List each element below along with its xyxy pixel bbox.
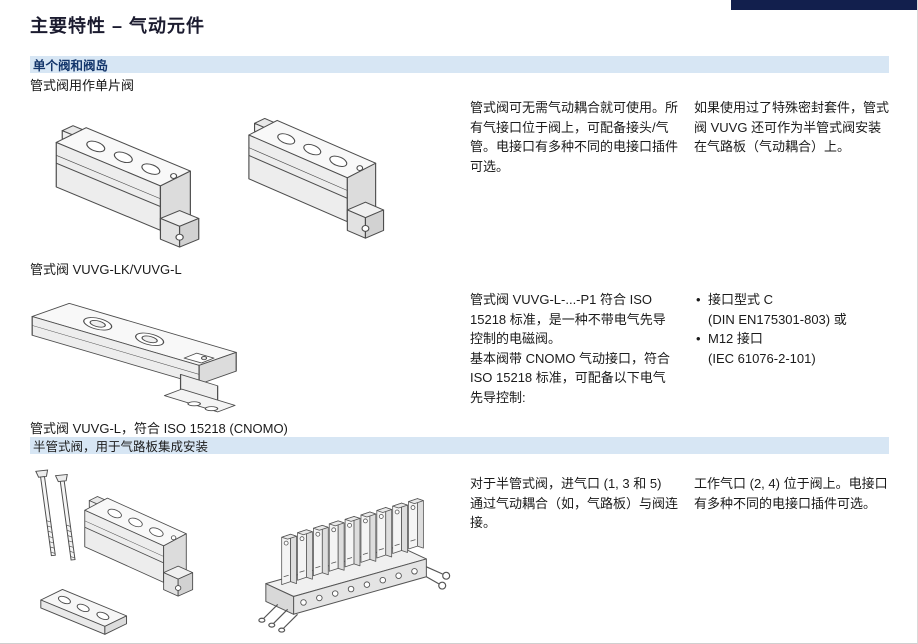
paragraph-working-ports: 工作气口 (2, 4) 位于阀上。电接口有多种不同的电接口插件可选。 xyxy=(694,476,888,511)
bullet-item: 接口型式 C (DIN EN175301-803) 或 xyxy=(694,290,894,329)
valve-illustration-vuvg-lk xyxy=(28,104,210,252)
bullet-line: (IEC 61076-2-101) xyxy=(708,350,816,366)
figure-caption-cnomo: 管式阀 VUVG-L，符合 ISO 15218 (CNOMO) xyxy=(30,421,288,436)
bullet-list-pilot-options: 接口型式 C (DIN EN175301-803) 或 M12 接口 (IEC … xyxy=(694,290,894,368)
paragraph-iso15218: 管式阀 VUVG-L-...-P1 符合 ISO 15218 标准，是一种不带电… xyxy=(470,290,678,407)
valve-illustration-vuvg-l xyxy=(224,99,396,245)
paragraph-seal-kit: 如果使用过了特殊密封套件，管式阀 VUVG 还可作为半管式阀安装在气路板（气动耦… xyxy=(694,100,890,154)
valve-illustration-cnomo xyxy=(26,283,240,419)
bullet-line: (DIN EN175301-803) 或 xyxy=(708,311,847,327)
header-accent-bar xyxy=(731,0,917,10)
paragraph-line-group-1: 管式阀 VUVG-L-...-P1 符合 ISO 15218 标准，是一种不带电… xyxy=(470,292,666,346)
bullet-line: 接口型式 C xyxy=(708,292,774,307)
section-header-single-valves: 单个阀和阀岛 xyxy=(30,56,889,73)
section-header-label: 单个阀和阀岛 xyxy=(33,59,109,73)
section-header-label: 半管式阀，用于气路板集成安装 xyxy=(33,440,209,454)
figure-caption-vuvg: 管式阀 VUVG-LK/VUVG-L xyxy=(30,262,182,277)
bullet-line: M12 接口 xyxy=(708,331,763,346)
paragraph-inline-valve: 管式阀可无需气动耦合就可使用。所有气接口位于阀上，可配备接头/气管。电接口有多种… xyxy=(470,100,679,174)
page-title: 主要特性 – 气动元件 xyxy=(30,16,206,36)
bullet-item: M12 接口 (IEC 61076-2-101) xyxy=(694,329,894,368)
section-header-semi-inline: 半管式阀，用于气路板集成安装 xyxy=(30,437,889,454)
manifold-illustration xyxy=(248,470,466,638)
valve-with-screws-illustration xyxy=(28,468,230,640)
section-sublabel: 管式阀用作单片阀 xyxy=(30,78,135,93)
paragraph-supply-ports: 对于半管式阀，进气口 (1, 3 和 5) 通过气动耦合（如，气路板）与阀连接。 xyxy=(470,476,679,530)
paragraph-line-group-2: 基本阀带 CNOMO 气动接口，符合 ISO 15218 标准，可配备以下电气先… xyxy=(470,350,671,405)
